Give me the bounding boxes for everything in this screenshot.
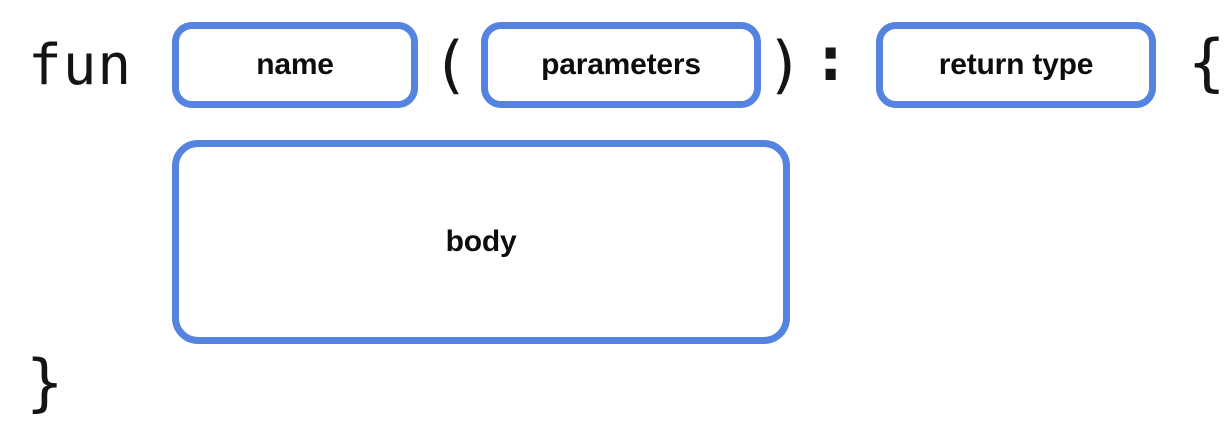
- slot-name[interactable]: name: [172, 22, 418, 108]
- colon-glyph: :: [812, 22, 850, 95]
- brace-close-glyph: }: [26, 346, 64, 419]
- keyword-fun: fun: [28, 33, 133, 98]
- slot-body-label: body: [445, 225, 517, 258]
- slot-parameters-label: parameters: [541, 48, 701, 81]
- slot-name-label: name: [256, 48, 334, 81]
- paren-open-glyph: (: [432, 28, 470, 101]
- slot-return-type-label: return type: [938, 48, 1094, 81]
- paren-close-glyph: ): [766, 28, 804, 101]
- slot-body[interactable]: body: [172, 140, 790, 344]
- slot-return-type[interactable]: return type: [876, 22, 1156, 108]
- brace-open-glyph: {: [1188, 26, 1224, 99]
- slot-parameters[interactable]: parameters: [481, 22, 761, 108]
